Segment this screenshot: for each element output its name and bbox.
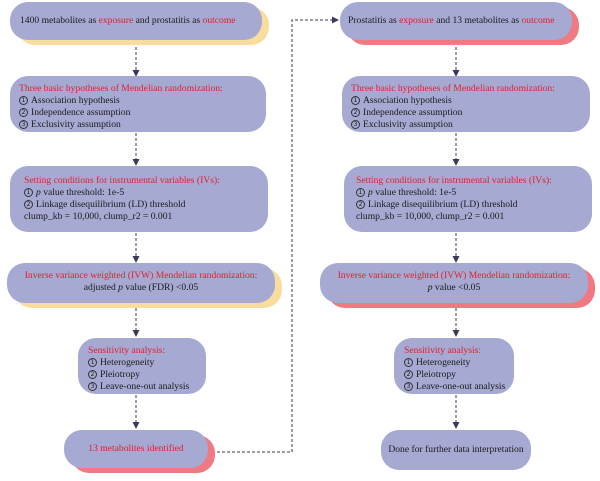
- right-iv-box: Setting conditions for instrumental vari…: [344, 166, 592, 232]
- arrow-cross: [212, 16, 339, 453]
- left-ivw-title: Inverse variance weighted (IVW) Mendelia…: [24, 270, 258, 281]
- right-start-box: Prostatitis as exposure and 13 metabolit…: [340, 2, 572, 40]
- left-start-pre: 1400 metabolites as: [20, 15, 99, 26]
- left-ivw-criterion: adjusted p value (FDR) <0.05: [83, 282, 199, 293]
- left-start-mid: and prostatitis as: [133, 15, 203, 26]
- left-ivw-box: Inverse variance weighted (IVW) Mendelia…: [7, 263, 275, 303]
- left-start-exposure: exposure: [98, 15, 134, 26]
- left-iv-clump: clump_kb = 10,000, clump_r2 = 0.001: [24, 211, 173, 222]
- left-result-box: 13 metabolites identified: [64, 430, 208, 468]
- left-iv-box: Setting conditions for instrumental vari…: [10, 166, 268, 232]
- right-ivw-criterion: p value <0.05: [427, 282, 481, 293]
- right-ivw-box: Inverse variance weighted (IVW) Mendelia…: [320, 263, 588, 303]
- right-result-label: Done for further data interpretation: [388, 444, 524, 455]
- left-hypotheses-title: Three basic hypotheses of Mendelian rand…: [19, 83, 223, 94]
- right-start-pre: Prostatitis as: [348, 15, 400, 26]
- right-sensitivity-title: Sensitivity analysis:: [404, 345, 482, 356]
- right-hypotheses-title: Three basic hypotheses of Mendelian rand…: [351, 83, 555, 94]
- left-iv-title: Setting conditions for instrumental vari…: [24, 175, 220, 186]
- right-iv-title: Setting conditions for instrumental vari…: [356, 175, 552, 186]
- left-start-outcome: outcome: [202, 15, 236, 26]
- right-hypotheses-box: Three basic hypotheses of Mendelian rand…: [342, 76, 590, 132]
- right-start-outcome: outcome: [521, 15, 555, 26]
- right-ivw-title: Inverse variance weighted (IVW) Mendelia…: [337, 270, 571, 281]
- left-result-label: 13 metabolites identified: [88, 443, 184, 454]
- left-hypotheses-box: Three basic hypotheses of Mendelian rand…: [10, 76, 266, 132]
- left-start-box: 1400 metabolites as exposure and prostat…: [10, 2, 262, 40]
- right-start-exposure: exposure: [399, 15, 434, 26]
- left-sensitivity-title: Sensitivity analysis:: [88, 345, 166, 356]
- right-start-mid: and 13 metabolites as: [433, 15, 522, 26]
- right-result-box: Done for further data interpretation: [381, 430, 531, 470]
- right-iv-clump: clump_kb = 10,000, clump_r2 = 0.001: [356, 211, 505, 222]
